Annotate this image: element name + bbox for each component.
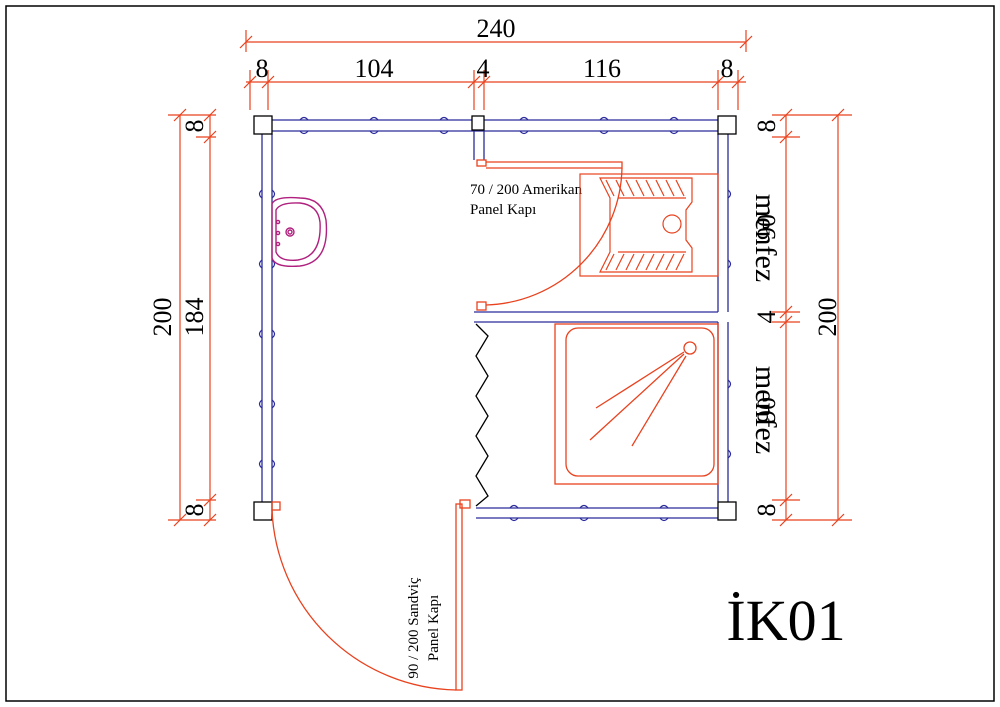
left-top-wall-label: 8: [180, 120, 209, 133]
right-room-a-label: 90: [752, 214, 781, 240]
left-inner-label: 184: [180, 298, 209, 337]
entrance-door-label-line2: Panel Kapı: [426, 595, 442, 661]
squat-toilet: [579, 173, 719, 277]
wall-joints: [258, 116, 732, 522]
right-overall-label: 200: [813, 298, 842, 337]
top-dimensions: [239, 30, 753, 110]
right-top-wall-label: 8: [752, 120, 781, 133]
dim-left-wall-label: 8: [256, 54, 269, 83]
dim-partition-label: 4: [477, 54, 490, 83]
dim-left-room-label: 104: [355, 54, 394, 83]
left-bottom-wall-label: 8: [180, 504, 209, 517]
plan-title: İK01: [726, 588, 845, 653]
wc-door-label-line2: Panel Kapı: [470, 202, 536, 218]
vent-label-upper: menfez: [749, 194, 782, 282]
overall-width-label: 240: [477, 14, 516, 43]
left-overall-label: 200: [148, 298, 177, 337]
outer-walls: [261, 119, 729, 519]
right-dimensions: [772, 108, 852, 527]
wc-door: [476, 159, 623, 311]
dim-right-room-label: 116: [583, 54, 621, 83]
right-partition-label: 4: [752, 311, 781, 324]
entrance-door: [271, 499, 471, 691]
shower-tray: [554, 323, 719, 485]
dim-right-wall-label: 8: [721, 54, 734, 83]
vent-label-lower: menfez: [749, 366, 782, 454]
left-dimensions: [168, 108, 217, 527]
right-bottom-wall-label: 8: [752, 504, 781, 517]
folding-partition: [475, 323, 489, 507]
sheet-border: [5, 5, 995, 702]
corner-posts: [253, 115, 737, 521]
right-room-b-label: 90: [752, 397, 781, 423]
sink-fixture: [271, 196, 328, 268]
wc-door-label-line1: 70 / 200 Amerikan: [470, 182, 583, 198]
entrance-door-label-line1: 90 / 200 Sandviç: [406, 577, 422, 679]
